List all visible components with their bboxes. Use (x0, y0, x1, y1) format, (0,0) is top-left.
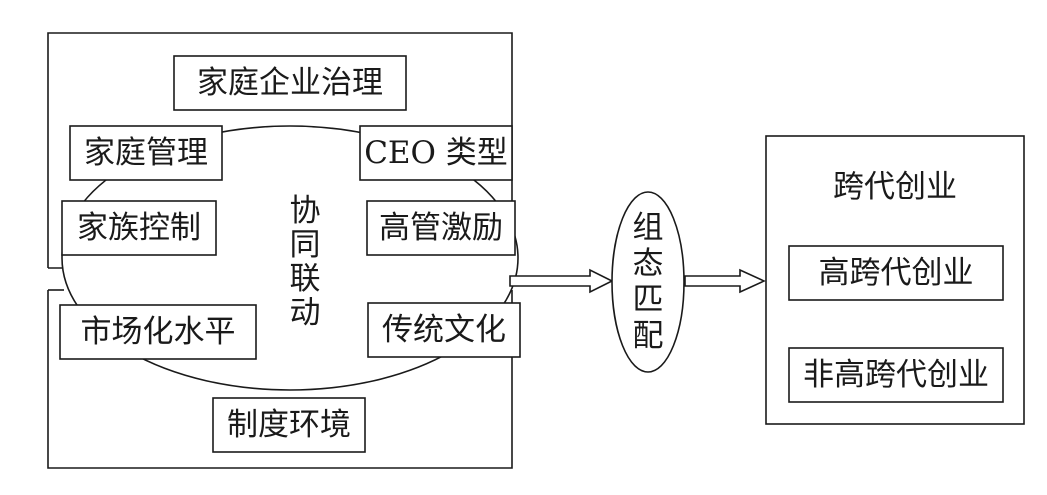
family-management-label: 家庭管理 (84, 135, 208, 171)
firm-governance-label: 家庭企业治理 (197, 65, 383, 101)
traditional-culture-label: 传统文化 (382, 312, 506, 348)
family-control-label: 家族控制 (77, 210, 201, 246)
executive-incentive-label: 高管激励 (379, 210, 503, 246)
arrow-to-configuration (509, 268, 614, 294)
configuration-ellipse (611, 191, 685, 373)
synergy-char: 协 (290, 193, 321, 229)
ceo-type-label: CEO 类型 (364, 135, 508, 171)
executive-incentive-box (366, 200, 516, 256)
non-high-entrepreneurship-label: 非高跨代创业 (803, 357, 989, 393)
high-entrepreneurship-label: 高跨代创业 (819, 255, 974, 291)
traditional-culture-box (367, 302, 521, 358)
environment-frame (47, 290, 513, 469)
configuration-char: 匹 (633, 282, 664, 318)
entrepreneurship-frame (765, 135, 1025, 425)
entrepreneurship-title: 跨代创业 (833, 169, 957, 205)
family-control-box (61, 200, 217, 256)
institutional-environment-box (212, 397, 366, 453)
arrow-to-entrepreneurship (684, 268, 766, 294)
family-management-box (69, 125, 223, 181)
ceo-type-box (359, 125, 513, 181)
synergy-char: 同 (290, 227, 321, 263)
configuration-char: 组 (633, 210, 664, 246)
configuration-char: 态 (633, 246, 664, 282)
marketization-box (59, 304, 257, 360)
institutional-environment-label: 制度环境 (227, 407, 351, 443)
configuration-char: 配 (633, 318, 664, 354)
marketization-label: 市场化水平 (81, 314, 236, 350)
non-high-entrepreneurship-box (788, 347, 1004, 403)
firm-governance-box (173, 55, 407, 111)
synergy-char: 联 (290, 261, 321, 297)
high-entrepreneurship-box (788, 245, 1004, 301)
synergy-char: 动 (290, 295, 321, 331)
